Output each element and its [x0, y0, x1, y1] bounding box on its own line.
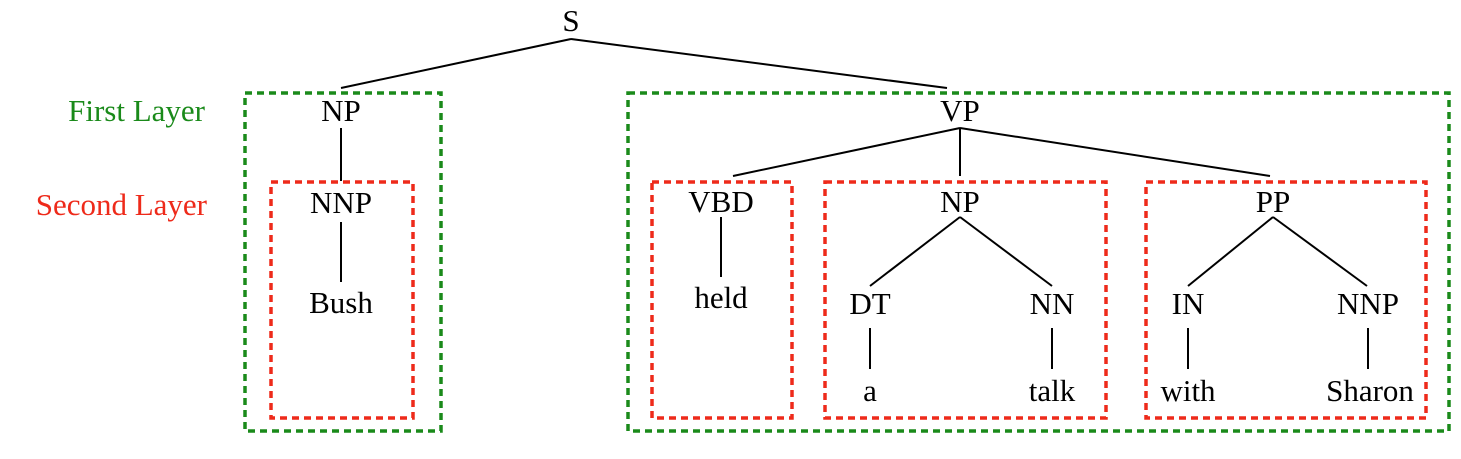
word-bush: Bush: [309, 285, 373, 320]
edge-vp-pp: [959, 127, 1271, 177]
node-nnp-object: NNP: [1337, 286, 1399, 321]
edge-np-dt: [869, 216, 961, 287]
edge-pp-nnp: [1272, 216, 1368, 287]
second-layer-box-np: [823, 180, 1108, 420]
edge-s-np: [340, 38, 572, 89]
word-a: a: [863, 373, 877, 408]
node-nn: NN: [1030, 286, 1075, 321]
edge-vp-vbd: [732, 127, 961, 177]
node-in: IN: [1172, 286, 1205, 321]
node-vp: VP: [940, 93, 980, 128]
tree-nodes: S NP NNP Bush VP VBD held NP DT a NN tal…: [309, 3, 1414, 408]
word-with: with: [1160, 373, 1216, 408]
word-sharon: Sharon: [1326, 373, 1414, 408]
first-layer-label: First Layer: [68, 93, 206, 128]
first-layer-box-np: [243, 91, 443, 433]
edge-np-nn: [959, 216, 1053, 287]
node-s: S: [562, 3, 579, 38]
second-layer-box-pp: [1144, 180, 1428, 420]
word-talk: talk: [1029, 373, 1076, 408]
tree-edges: [340, 38, 1369, 369]
node-np-subject: NP: [321, 93, 361, 128]
node-dt: DT: [849, 286, 890, 321]
node-nnp-subject: NNP: [310, 185, 372, 220]
second-layer-box-nnp: [269, 180, 415, 420]
word-held: held: [694, 280, 748, 315]
node-pp: PP: [1256, 184, 1290, 219]
second-layer-label: Second Layer: [36, 187, 208, 222]
edge-s-vp: [570, 38, 948, 89]
first-layer-box-vp: [626, 91, 1451, 433]
node-vbd: VBD: [688, 184, 753, 219]
edge-pp-in: [1187, 216, 1274, 287]
node-np-object: NP: [940, 184, 980, 219]
second-layer-box-vbd: [650, 180, 794, 420]
